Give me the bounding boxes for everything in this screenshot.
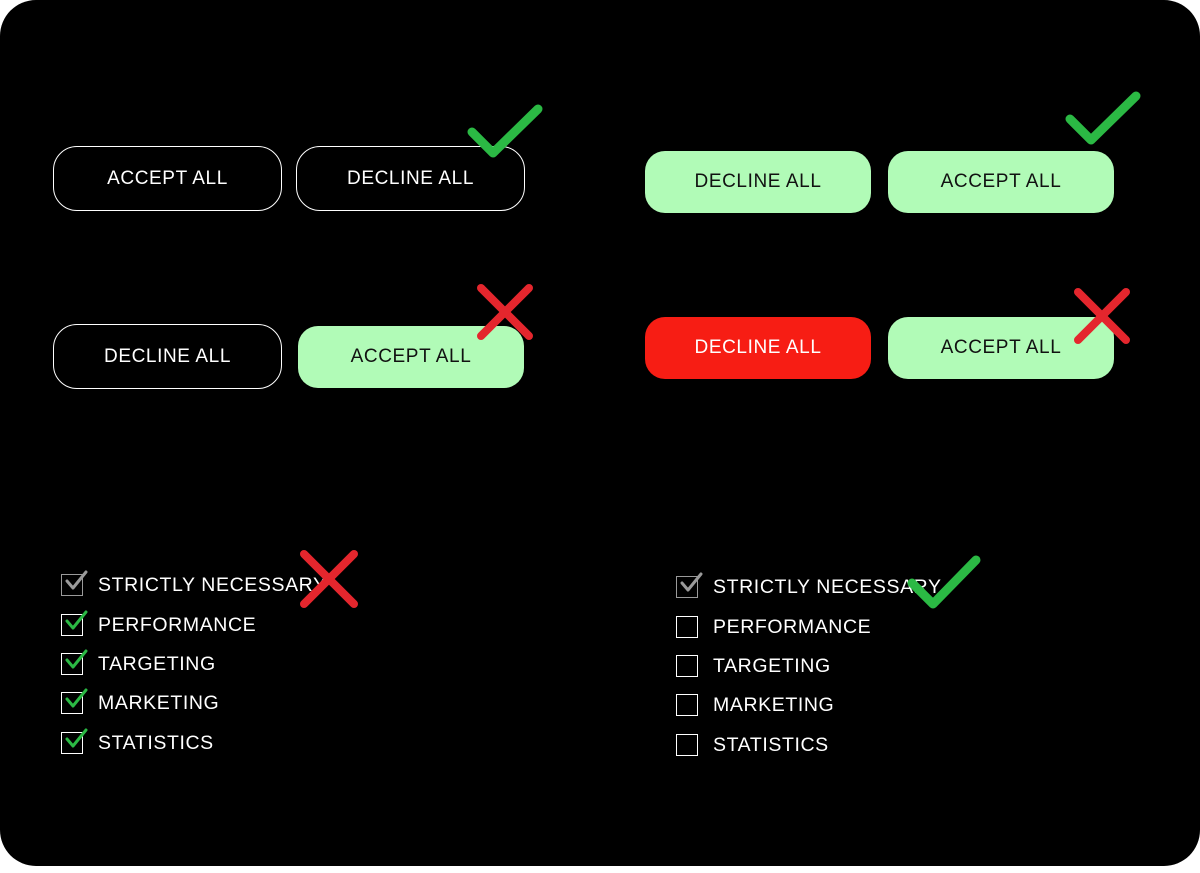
checkbox-label: STRICTLY NECESSARY — [98, 573, 327, 596]
list-item: TARGETING — [61, 649, 216, 677]
checkbox-label: MARKETING — [98, 691, 220, 714]
accept-all-button[interactable]: ACCEPT ALL — [53, 146, 282, 211]
targeting-checkbox[interactable] — [676, 655, 698, 677]
accept-all-button[interactable]: ACCEPT ALL — [298, 326, 524, 388]
list-item: STATISTICS — [676, 732, 829, 758]
accept-all-button[interactable]: ACCEPT ALL — [888, 317, 1114, 379]
check-mark-icon — [907, 555, 981, 609]
check-mark-icon — [1065, 91, 1141, 145]
check-icon — [65, 610, 88, 630]
check-icon — [65, 688, 88, 708]
statistics-checkbox[interactable] — [676, 734, 698, 756]
checkbox-label: PERFORMANCE — [98, 613, 257, 636]
check-mark-icon — [467, 104, 543, 158]
decline-all-button[interactable]: DECLINE ALL — [645, 151, 871, 213]
list-item: STATISTICS — [61, 728, 214, 756]
cookie-category-list: STRICTLY NECESSARY PERFORMANCE TARGETING… — [676, 572, 976, 774]
check-icon — [65, 570, 88, 590]
checkbox-label: STATISTICS — [713, 733, 829, 756]
list-item: PERFORMANCE — [676, 614, 871, 640]
cross-mark-icon — [1074, 288, 1130, 344]
checkbox-label: TARGETING — [713, 654, 831, 677]
check-icon — [65, 649, 88, 669]
decline-all-button[interactable]: DECLINE ALL — [53, 324, 282, 389]
list-item: MARKETING — [676, 692, 834, 718]
cross-mark-icon — [300, 550, 358, 608]
checkbox-label: PERFORMANCE — [713, 615, 872, 638]
checkbox-label: STATISTICS — [98, 731, 214, 754]
performance-checkbox[interactable] — [676, 616, 698, 638]
list-item: MARKETING — [61, 688, 220, 716]
cookie-category-list: STRICTLY NECESSARY PERFORMANCE TARGETING — [61, 570, 361, 772]
marketing-checkbox[interactable] — [676, 694, 698, 716]
list-item: STRICTLY NECESSARY — [676, 572, 942, 600]
checkbox-label: STRICTLY NECESSARY — [713, 575, 942, 598]
check-icon — [65, 728, 88, 748]
performance-checkbox[interactable] — [61, 610, 88, 636]
check-icon — [680, 572, 703, 592]
strictly-necessary-checkbox[interactable] — [676, 572, 703, 598]
statistics-checkbox[interactable] — [61, 728, 88, 754]
list-item: STRICTLY NECESSARY — [61, 570, 327, 598]
decline-all-button[interactable]: DECLINE ALL — [645, 317, 871, 379]
accept-all-button[interactable]: ACCEPT ALL — [888, 151, 1114, 213]
list-item: PERFORMANCE — [61, 610, 257, 638]
targeting-checkbox[interactable] — [61, 649, 88, 675]
list-item: TARGETING — [676, 653, 831, 679]
checkbox-label: TARGETING — [98, 652, 216, 675]
checkbox-label: MARKETING — [713, 693, 835, 716]
cross-mark-icon — [477, 284, 533, 340]
strictly-necessary-checkbox[interactable] — [61, 570, 88, 596]
marketing-checkbox[interactable] — [61, 688, 88, 714]
decline-all-button[interactable]: DECLINE ALL — [296, 146, 525, 211]
